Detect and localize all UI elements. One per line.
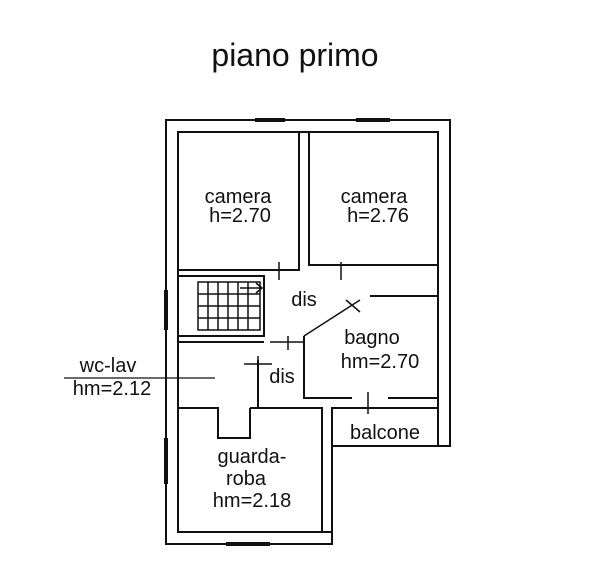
room-camera-left-height: h=2.70 [209,205,271,227]
room-guardaroba-name-line2: roba [226,468,267,490]
room-bagno-name: bagno [344,327,400,349]
door-dis-lower [270,336,304,350]
staircase [197,281,264,331]
balcony-outline [331,407,439,447]
stair-arrow [240,282,264,294]
room-camera-right-height: h=2.76 [347,205,409,227]
room-camera-left-name: camera [205,186,273,208]
room-wc-lav-name: wc-lav [79,355,137,377]
room-bagno-height: hm=2.70 [341,351,419,373]
room-guardaroba-name-line1: guarda- [218,446,287,468]
stair-enclosure [178,275,265,337]
room-balcone: balcone [350,422,420,444]
room-outline-guardaroba [250,407,323,532]
walls [165,119,451,545]
room-wc-lav-height: hm=2.12 [73,378,151,400]
room-dis-upper: dis [291,289,317,311]
openings [164,118,390,546]
room-guardaroba-height: hm=2.18 [213,490,291,512]
room-outline-wc-lav [177,342,251,439]
room-dis-lower: dis [269,366,295,388]
room-outline-camera-right [308,131,439,266]
room-outline-bagno [370,295,439,399]
bagno-left-wall [303,336,352,399]
room-camera-right-name: camera [341,186,409,208]
door-bagno [303,299,361,337]
door-wc [244,356,272,372]
room-outline-camera-left [177,131,300,271]
plan-title: piano primo [211,37,378,73]
door-camera-left [264,262,280,280]
